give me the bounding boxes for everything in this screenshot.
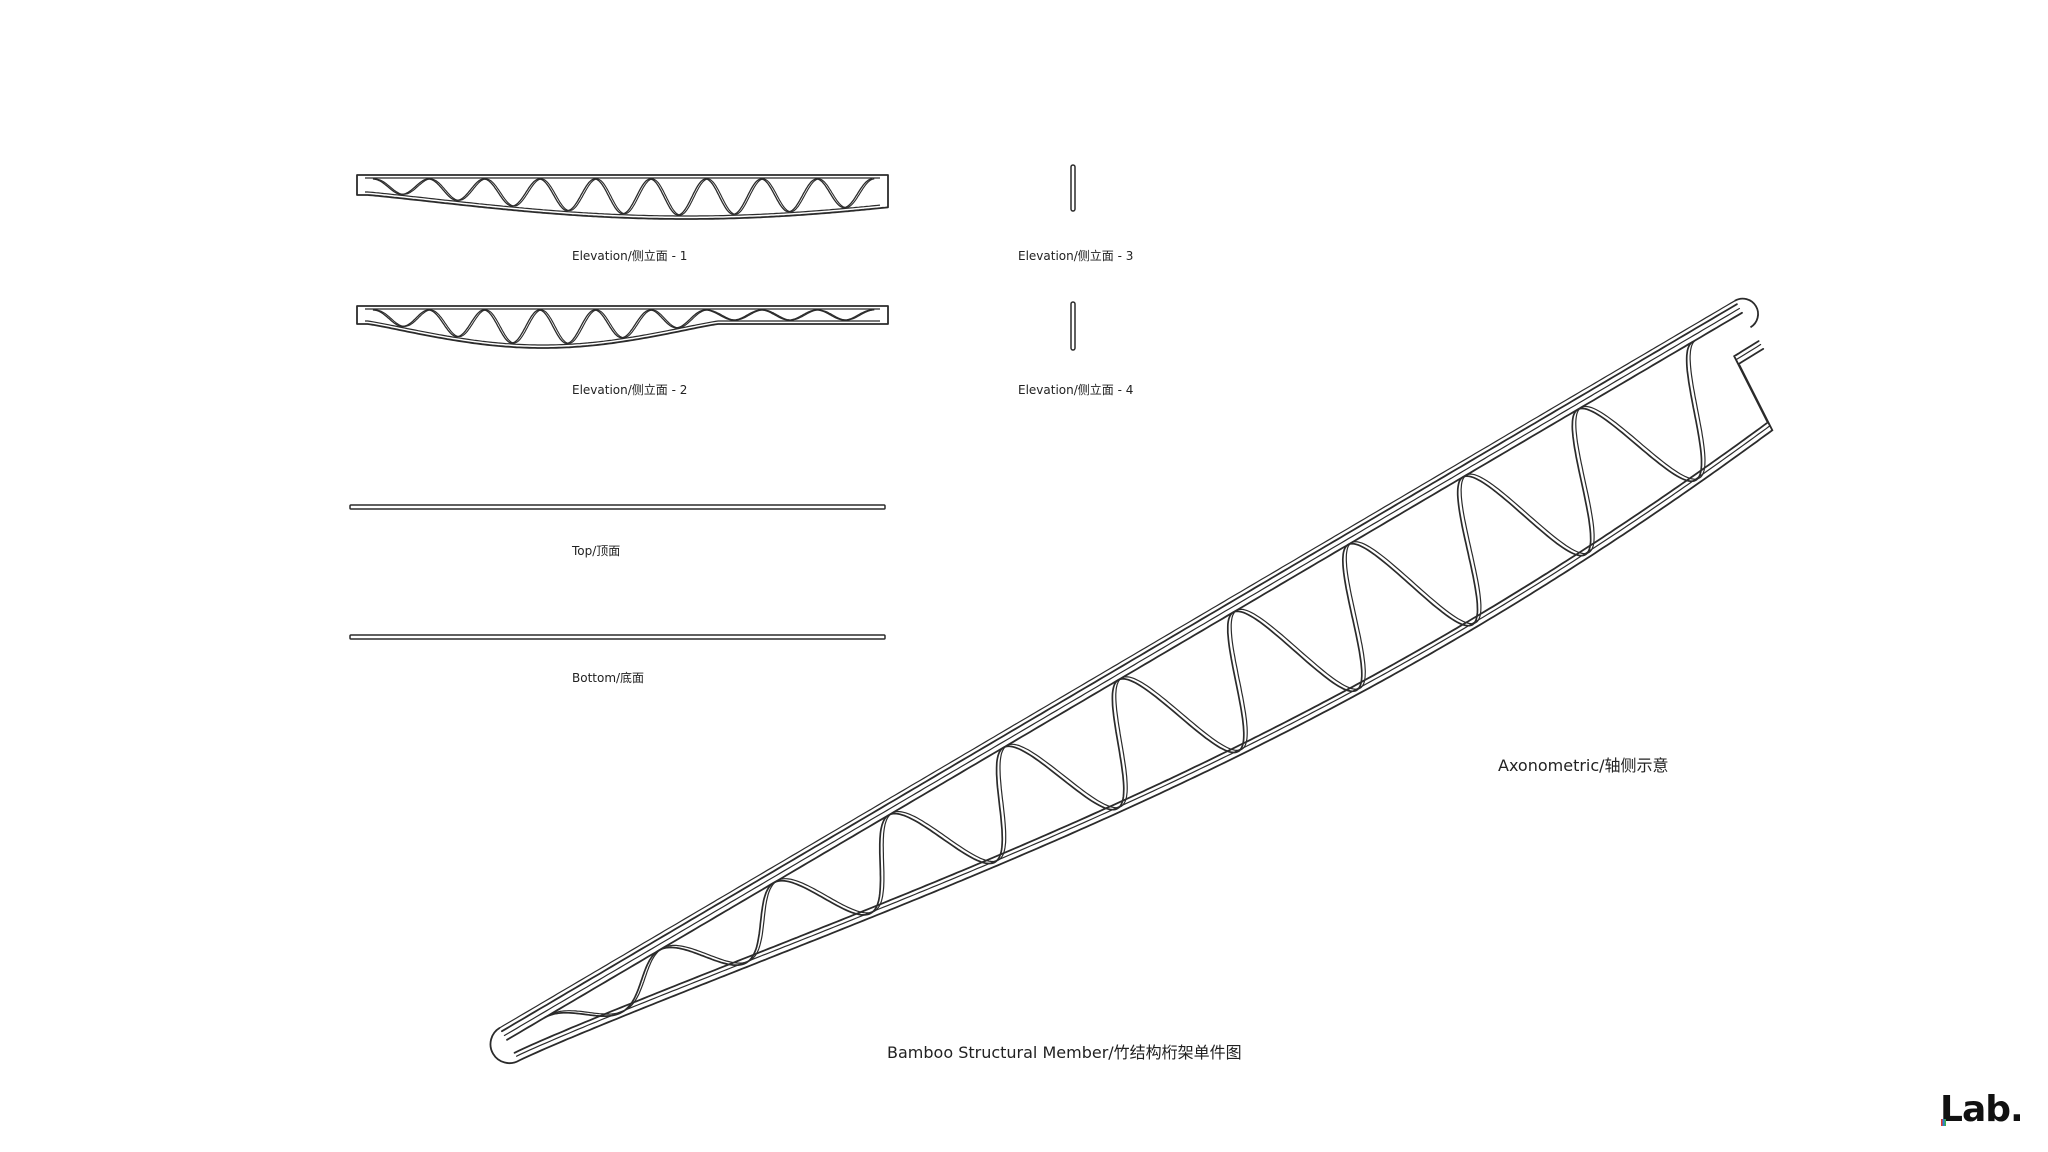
elevation-2-label: Elevation/侧立面 - 2 xyxy=(572,383,688,397)
elevation-4-label: Elevation/侧立面 - 4 xyxy=(1018,383,1134,397)
bottom-view-profile xyxy=(349,634,886,640)
elevation-4-view xyxy=(1070,301,1076,351)
elevation-1-outer-chord xyxy=(356,174,889,220)
axo-top-chord-1 xyxy=(506,311,1743,1041)
axo-bottom-chord-3 xyxy=(513,340,1769,1054)
elevation-2-outer-chord xyxy=(356,305,889,349)
elevation-1-inner-bottom-chord xyxy=(365,191,881,217)
axo-bottom-chord-2 xyxy=(516,343,1771,1057)
elevation-2-inner-bottom-chord xyxy=(365,320,880,346)
elevation-2-web-offset xyxy=(375,309,875,344)
elevation-1-web xyxy=(372,178,873,216)
axo-top-chord-4 xyxy=(499,300,1736,1029)
axo-end-cap-right xyxy=(1734,297,1759,329)
lab-logo: Lab. xyxy=(1940,1089,2024,1130)
logo-first-letter: L xyxy=(1940,1089,1963,1130)
axo-top-chord-2 xyxy=(503,307,1740,1037)
axo-end-cap-left xyxy=(489,1026,520,1065)
axonometric-view xyxy=(489,297,1774,1065)
top-view-label: Top/顶面 xyxy=(572,544,621,558)
axonometric-label: Axonometric/轴侧示意 xyxy=(1498,756,1669,775)
elevation-3-profile xyxy=(1070,164,1076,212)
elevation-1-view xyxy=(356,174,889,220)
bottom-view-label: Bottom/底面 xyxy=(572,671,645,685)
elevation-3-label: Elevation/侧立面 - 3 xyxy=(1018,249,1134,263)
elevation-1-web-offset xyxy=(375,178,875,216)
elevation-4-profile xyxy=(1070,301,1076,351)
axo-top-chord-3 xyxy=(501,303,1738,1033)
axo-bottom-chord-1 xyxy=(518,348,1774,1062)
elevation-1-label: Elevation/侧立面 - 1 xyxy=(572,249,688,263)
drawing-caption: Bamboo Structural Member/竹结构桁架单件图 xyxy=(887,1043,1242,1062)
elevation-2-view xyxy=(356,305,889,349)
axo-web-2 xyxy=(547,339,1706,1017)
elevation-3-view xyxy=(1070,164,1076,212)
top-view-profile xyxy=(349,504,886,510)
axo-web-1 xyxy=(543,341,1703,1019)
logo-rest: ab. xyxy=(1961,1089,2024,1130)
top-view xyxy=(349,504,886,510)
bottom-view xyxy=(349,634,886,640)
